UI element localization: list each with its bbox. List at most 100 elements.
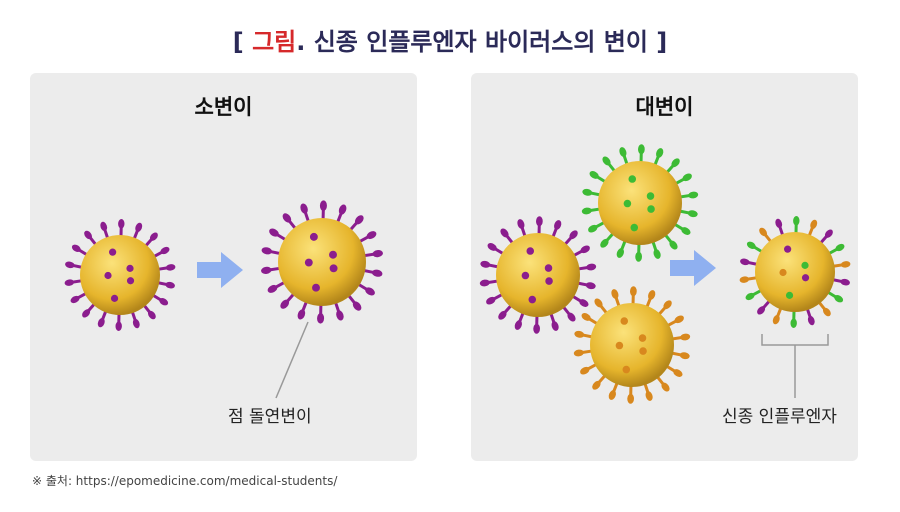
surface-protein [801,261,809,269]
spike-head [759,227,767,237]
spike-head [159,298,169,306]
surface-protein [784,245,792,253]
virus-body [598,161,682,245]
spike-head [317,313,325,324]
spike-head [70,295,80,304]
spike-head [160,246,170,255]
spike-head [589,171,599,179]
virus-swine [573,286,691,404]
spike-head [638,144,645,155]
surface-protein [801,274,810,282]
spike-head [807,315,815,326]
spike-head [135,222,143,232]
spike-head [608,390,616,400]
spike-head [65,261,75,269]
virus-body [590,303,674,387]
spike-head [514,320,522,330]
spike-head [616,248,624,258]
figure-title: [ 그림. 신종 인플루엔자 바이러스의 변이 ] [0,22,900,57]
spike-head [573,349,584,357]
virus-avian [581,144,699,262]
virus-human [479,216,597,334]
spike-head [674,315,684,324]
bracket-new-flu [761,334,829,346]
spike-head [793,216,800,226]
spike-head [165,264,176,271]
spike-head [823,307,831,317]
pointer-line-drift [275,321,309,399]
spike-head [567,312,576,322]
spike-head [840,278,850,286]
spike-head [581,313,591,321]
spike-head [338,204,347,215]
spike-head [71,244,81,252]
spike-head [663,300,672,310]
spike-head [336,310,344,321]
virus-body [80,235,160,315]
surface-protein [628,175,637,183]
spike-head [835,243,845,252]
spike-head [569,230,578,240]
surface-protein [545,277,553,285]
spike-head [834,295,844,303]
surface-protein [620,317,629,325]
spike-head [82,309,91,318]
surface-protein [110,294,119,302]
surface-protein [329,250,337,259]
spike-head [551,321,559,331]
spike-head [582,188,593,196]
surface-protein [126,264,134,272]
spike-head [261,266,272,274]
spike-head [500,228,509,238]
spike-head [282,213,292,223]
spike-head [371,269,383,277]
spike-head [671,158,680,168]
surface-protein [312,283,320,292]
spike-head [661,382,670,392]
spike-head [487,243,497,251]
surface-protein [126,277,135,285]
spike-head [757,306,766,315]
spike-head [533,323,540,334]
spike-head [479,279,490,287]
spike-head [602,156,611,166]
spike-head [579,299,589,307]
spike-head [574,330,585,338]
surface-protein [622,365,631,374]
surface-protein [309,232,318,241]
spike-head [115,321,122,331]
spike-head [645,391,653,401]
spike-head [679,352,690,360]
spike-head [790,318,797,328]
spike-head [688,191,699,199]
spike-head [84,230,92,240]
spike-head [594,298,603,308]
virus-reassortant [739,216,851,328]
spike-head [669,240,678,250]
surface-protein [521,271,530,280]
spike-head [280,299,290,309]
spike-head [656,148,664,158]
spike-head [372,250,383,258]
spike-head [680,333,691,341]
spike-head [536,216,543,227]
spike-head [585,282,596,290]
spike-head [498,310,507,320]
title-text: . 신종 인플루엔자 바이러스의 변이 ] [296,28,668,56]
arrow-right-icon [670,250,716,286]
surface-protein [638,334,647,342]
label-point-mutation: 점 돌연변이 [228,407,312,427]
surface-protein [528,295,537,304]
virus-body [755,232,835,312]
spike-head [165,281,175,289]
surface-protein [785,291,794,299]
source-citation: ※ 출처: https://epomedicine.com/medical-st… [32,474,338,488]
spike-head [681,227,691,235]
spike-head [554,220,562,230]
surface-protein [647,205,655,213]
spike-head [810,219,818,229]
spike-head [611,289,619,299]
spike-head [118,219,125,229]
spike-head [580,366,590,375]
spike-head [746,241,756,249]
